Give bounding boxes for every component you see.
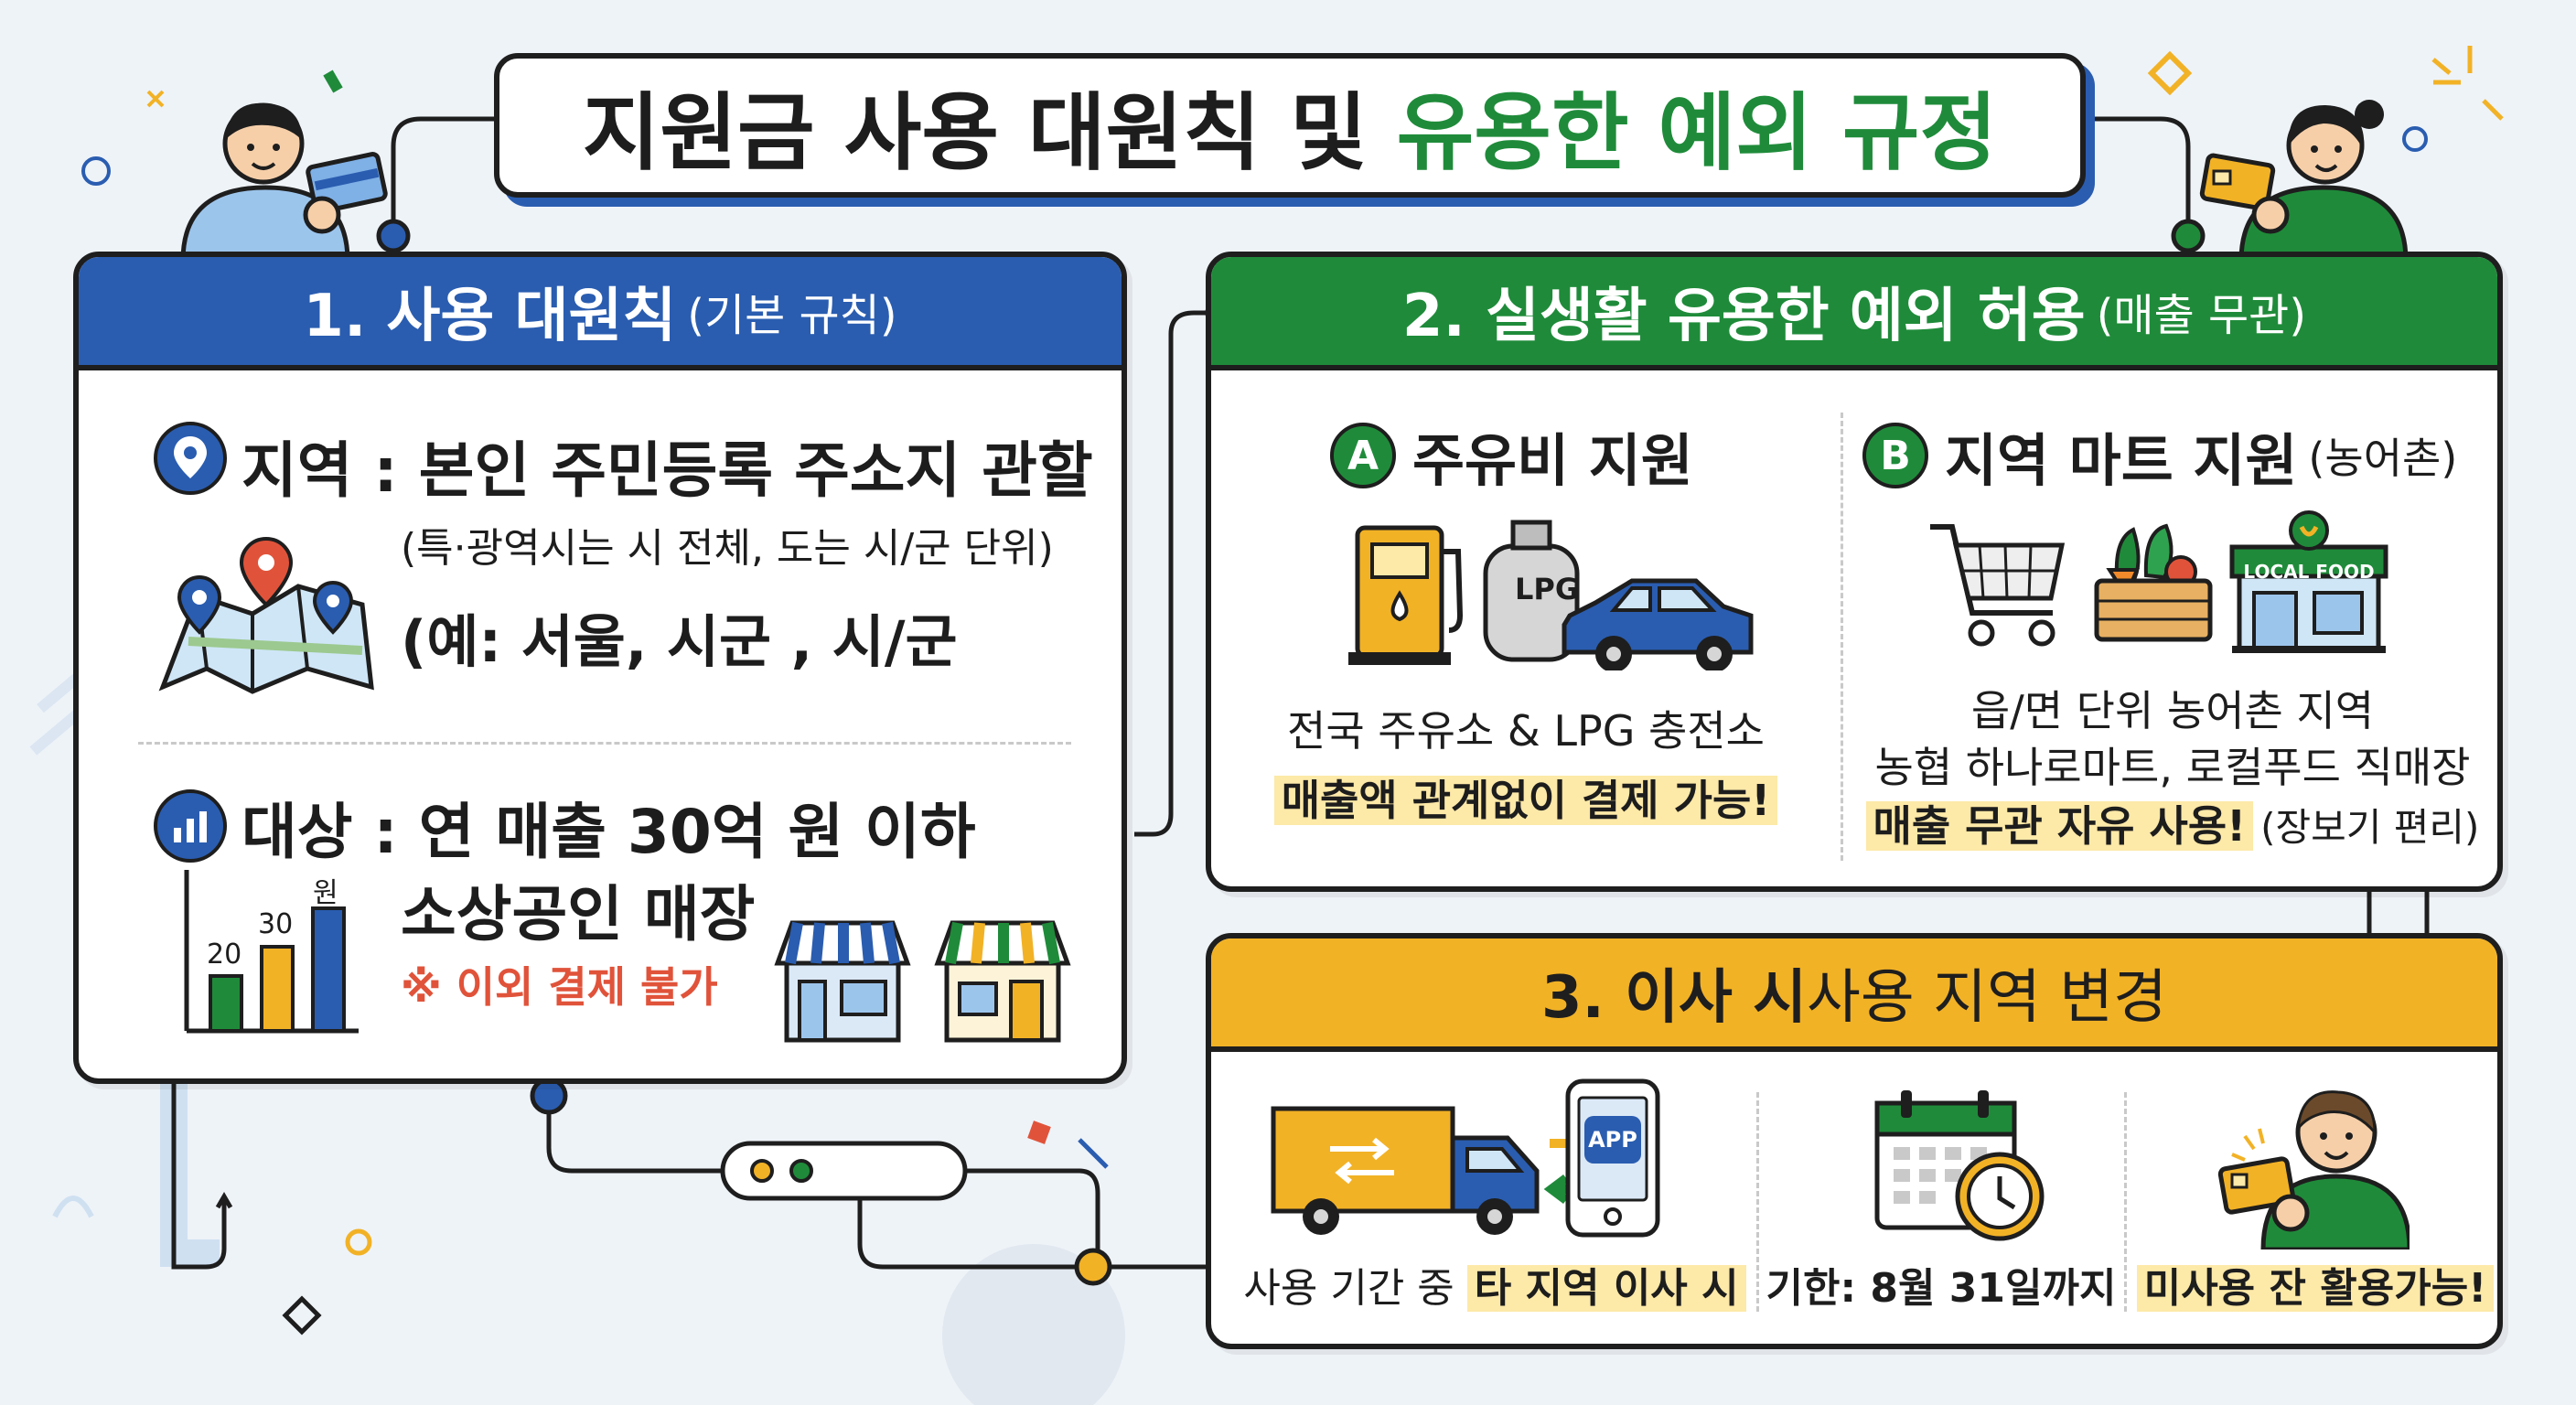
badge-b: B <box>1862 423 1928 488</box>
section-2-header: 2. 실생활 유용한 예외 허용(매출 무관) <box>1211 257 2497 370</box>
gas-station-icon <box>1348 520 1754 670</box>
moving-truck-icon <box>1271 1106 1607 1235</box>
person-holding-card-left <box>180 102 388 261</box>
person-card-icon <box>2217 1090 2410 1249</box>
bar-label-2: 30 <box>258 908 294 940</box>
remaining-balance-caption: 미사용 잔 활용가능! <box>2128 1255 2497 1314</box>
target-warning: ※ 이외 결제 불가 <box>401 962 718 1012</box>
shop-icon-2 <box>934 920 1071 1043</box>
location-pin-icon <box>154 422 227 495</box>
revenue-bar-icon <box>184 870 359 1034</box>
moving-caption: 사용 기간 중 타 지역 이사 시 <box>1239 1255 1751 1314</box>
mart-title: B 지역 마트 지원 (농어촌) <box>1862 414 2457 497</box>
target-label-2: 소상공인 매장 <box>401 879 756 949</box>
mart-line-1: 읍/면 단위 농어촌 지역 <box>1970 686 2375 735</box>
fuel-line-1: 전국 주유소 & LPG 충전소 <box>1287 706 1765 756</box>
calendar-clock-icon <box>1874 1090 2045 1241</box>
shop-icon-1 <box>774 920 911 1043</box>
mart-line-2: 농협 하나로마트, 로컬푸드 직매장 <box>1874 743 2471 792</box>
mart-line-3: 매출 무관 자유 사용!(장보기 편리) <box>1842 793 2497 853</box>
section-1-header: 1. 사용 대원칙(기본 규칙) <box>79 257 1122 370</box>
target-label: 대상 : 연 매출 30억 원 이하 <box>242 797 976 867</box>
local-food-store-icon <box>2229 510 2388 653</box>
fuel-line-2: 매출액 관계없이 결제 가능! <box>1211 767 1841 828</box>
page-title: 지원금 사용 대원칙 및 유용한 예외 규정 <box>582 83 1998 182</box>
app-label: APP <box>1588 1127 1637 1153</box>
region-label: 지역 : 본인 주민등록 주소지 관할 <box>242 435 1093 506</box>
bar-label-1: 20 <box>207 938 242 971</box>
section-3-panel: 3. 이사 시 사용 지역 변경 APP <box>1206 933 2503 1349</box>
section-1-divider <box>138 742 1071 745</box>
shopping-cart-icon <box>1930 524 2066 647</box>
chart-badge-icon <box>154 789 227 863</box>
lpg-tank-label: LPG <box>1515 572 1580 606</box>
person-holding-card-right <box>2199 100 2409 261</box>
section-3-header: 3. 이사 시 사용 지역 변경 <box>1211 938 2497 1052</box>
deadline-caption: 기한: 8월 31일까지 <box>1766 1265 2117 1312</box>
section-2-panel: 2. 실생활 유용한 예외 허용(매출 무관) A 주유비 지원 LPG 전국 … <box>1206 252 2503 892</box>
section-3-divider-1 <box>1756 1092 1759 1312</box>
bar-label-3: 원 <box>313 877 338 909</box>
region-example: (예: 서울, 시군 , 시/군 <box>401 608 958 675</box>
vegetable-basket-icon <box>2094 523 2213 642</box>
section-2-divider <box>1841 413 1843 861</box>
fuel-title: A 주유비 지원 <box>1330 414 1693 497</box>
badge-a: A <box>1330 423 1396 488</box>
map-icon <box>158 536 374 694</box>
title-box: 지원금 사용 대원칙 및 유용한 예외 규정 <box>494 53 2086 198</box>
region-note: (특·광역시는 시 전체, 도는 시/군 단위) <box>401 525 1054 572</box>
section-1-panel: 1. 사용 대원칙(기본 규칙) 지역 : 본인 주민등록 주소지 관할 (특·… <box>73 252 1127 1084</box>
phone-app-icon <box>1565 1078 1660 1238</box>
section-3-divider-2 <box>2124 1092 2127 1312</box>
local-food-sign: LOCAL FOOD <box>2243 561 2375 583</box>
